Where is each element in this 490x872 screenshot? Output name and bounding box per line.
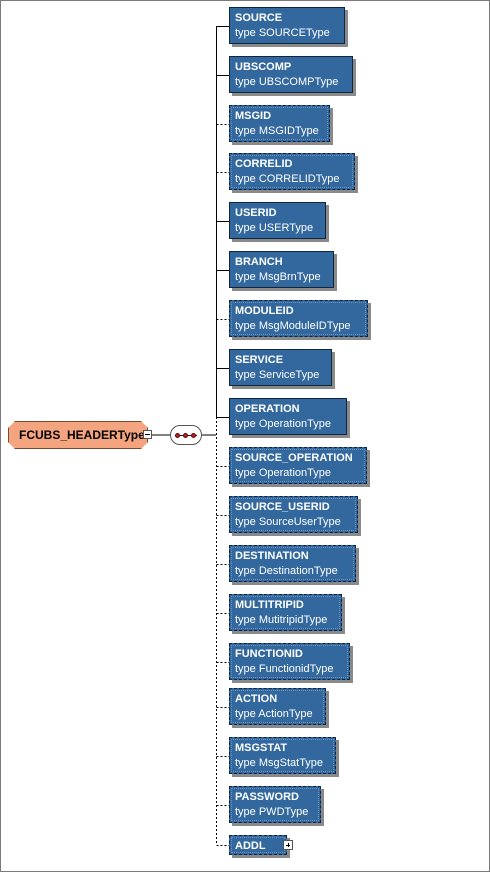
element-name: SERVICE (235, 354, 284, 366)
element-name: MSGSTAT (235, 742, 288, 754)
element-type: type MutitripidType (235, 614, 328, 626)
element-type: type SourceUserType (235, 516, 341, 528)
element-functionid[interactable]: FUNCTIONID type FunctionidType (229, 643, 350, 680)
element-addl[interactable]: ADDL (229, 835, 287, 855)
branch-lines (216, 26, 229, 846)
element-name: PASSWORD (235, 791, 299, 803)
sequence-dot-icon (191, 433, 196, 438)
sequence-compositor[interactable] (170, 425, 202, 445)
element-action[interactable]: ACTION type ActionType (229, 688, 326, 725)
element-name: ADDL (235, 840, 266, 852)
element-type: type OperationType (235, 467, 332, 479)
element-userid[interactable]: USERID type USERType (229, 202, 326, 239)
element-type: type UBSCOMPType (235, 76, 339, 88)
element-type: type USERType (235, 222, 314, 234)
element-source[interactable]: SOURCE type SOURCEType (229, 7, 345, 44)
element-name: MODULEID (235, 305, 294, 317)
sequence-dot-icon (183, 433, 188, 438)
element-type: type MsgStatType (235, 757, 324, 769)
sequence-dot-icon (175, 433, 180, 438)
element-name: BRANCH (235, 256, 283, 268)
element-type: type ActionType (235, 708, 313, 720)
element-name: ACTION (235, 693, 278, 705)
element-msgid[interactable]: MSGID type MSGIDType (229, 105, 330, 142)
element-name: OPERATION (235, 403, 300, 415)
element-service[interactable]: SERVICE type ServiceType (229, 349, 332, 386)
element-type: type MsgModuleIDType (235, 320, 351, 332)
element-type: type MSGIDType (235, 125, 319, 137)
element-ubscomp[interactable]: UBSCOMP type UBSCOMPType (229, 56, 353, 93)
element-name: MSGID (235, 110, 272, 122)
root-type-label: FCUBS_HEADERType (19, 428, 145, 442)
element-type: type OperationType (235, 418, 332, 430)
element-type: type PWDType (235, 806, 309, 818)
collapse-icon[interactable] (143, 430, 152, 439)
element-name: UBSCOMP (235, 61, 292, 73)
element-name: SOURCE_OPERATION (235, 452, 353, 464)
element-name: SOURCE_USERID (235, 501, 330, 513)
element-name: MULTITRIPID (235, 599, 304, 611)
element-moduleid[interactable]: MODULEID type MsgModuleIDType (229, 300, 368, 337)
element-operation[interactable]: OPERATION type OperationType (229, 398, 347, 435)
element-password[interactable]: PASSWORD type PWDType (229, 786, 321, 823)
element-name: DESTINATION (235, 550, 309, 562)
element-msgstat[interactable]: MSGSTAT type MsgStatType (229, 737, 336, 774)
element-name: USERID (235, 207, 277, 219)
element-source-operation[interactable]: SOURCE_OPERATION type OperationType (229, 447, 367, 484)
expand-icon[interactable] (283, 840, 293, 850)
element-type: type DestinationType (235, 565, 338, 577)
element-correlid[interactable]: CORRELID type CORRELIDType (229, 153, 355, 190)
element-source-userid[interactable]: SOURCE_USERID type SourceUserType (229, 496, 358, 533)
element-multitripid[interactable]: MULTITRIPID type MutitripidType (229, 594, 342, 631)
element-type: type SOURCEType (235, 27, 330, 39)
element-type: type ServiceType (235, 369, 320, 381)
element-name: CORRELID (235, 158, 293, 170)
element-type: type FunctionidType (235, 663, 334, 675)
element-name: SOURCE (235, 12, 283, 24)
element-type: type MsgBrnType (235, 271, 321, 283)
element-name: FUNCTIONID (235, 648, 303, 660)
element-type: type CORRELIDType (235, 173, 340, 185)
element-branch[interactable]: BRANCH type MsgBrnType (229, 251, 334, 288)
element-destination[interactable]: DESTINATION type DestinationType (229, 545, 356, 582)
